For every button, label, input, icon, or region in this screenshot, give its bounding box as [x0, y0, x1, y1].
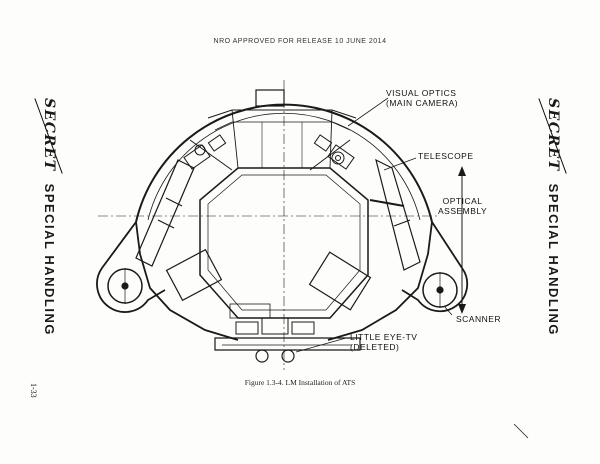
- visual-optics-callout: VISUAL OPTICS (MAIN CAMERA): [386, 88, 458, 108]
- lower-right-equipment-box: [308, 251, 372, 311]
- top-equipment-box: [255, 89, 285, 107]
- octagonal-frame: [199, 167, 369, 319]
- lower-center-box-right: [291, 321, 315, 335]
- octagonal-frame-inner: [207, 174, 361, 311]
- little-eye-wheel-left: [255, 349, 269, 363]
- outer-hull-lower-right: [327, 221, 433, 341]
- deleted-label: (DELETED): [350, 342, 400, 352]
- inner-hull-arc: [147, 112, 421, 221]
- upper-strut-left: [231, 109, 239, 169]
- little-eye-leader: [295, 337, 347, 353]
- outer-hull-lower-left: [135, 221, 239, 341]
- visual-optics-label: VISUAL OPTICS: [386, 88, 457, 98]
- left-side-pod: [96, 221, 166, 313]
- right-side-pod: [401, 221, 469, 313]
- optical-assembly-callout: OPTICAL ASSEMBLY: [438, 196, 487, 216]
- right-telescope-tube: [369, 158, 421, 271]
- base-plate: [214, 337, 361, 351]
- lower-center-box-mid: [261, 317, 289, 335]
- telescope-label: TELESCOPE: [418, 151, 474, 161]
- little-eye-callout: LITTLE EYE-TV (DELETED): [350, 332, 417, 352]
- telescope-leader: [383, 157, 417, 171]
- upper-truss-2: [214, 121, 351, 131]
- right-main-camera: [309, 134, 355, 171]
- visual-optics-leader: [347, 97, 389, 127]
- main-camera-label: (MAIN CAMERA): [386, 98, 459, 108]
- assembly-label: ASSEMBLY: [438, 206, 488, 216]
- left-main-camera: [183, 134, 233, 171]
- scanner-leader: [443, 305, 453, 316]
- release-header: NRO APPROVED FOR RELEASE 10 JUNE 2014: [213, 38, 387, 45]
- little-eye-wheel-right: [281, 349, 295, 363]
- left-telescope-tube: [135, 159, 195, 267]
- optical-assembly-arrow-top: [458, 166, 466, 176]
- scan-mark: [513, 423, 529, 439]
- lower-left-equipment-box: [165, 248, 223, 302]
- page-number: 1-33: [29, 383, 38, 398]
- optical-assembly-arrow-bottom: [458, 304, 466, 314]
- lower-center-panel: [229, 303, 271, 319]
- figure-caption: Figure 1.3-4. LM Installation of ATS: [244, 378, 356, 387]
- scanner-label: SCANNER: [456, 314, 502, 324]
- optical-label: OPTICAL: [442, 196, 483, 206]
- little-eye-label: LITTLE EYE-TV: [350, 332, 418, 342]
- lower-center-box-left: [235, 321, 259, 335]
- upper-truss: [207, 109, 357, 119]
